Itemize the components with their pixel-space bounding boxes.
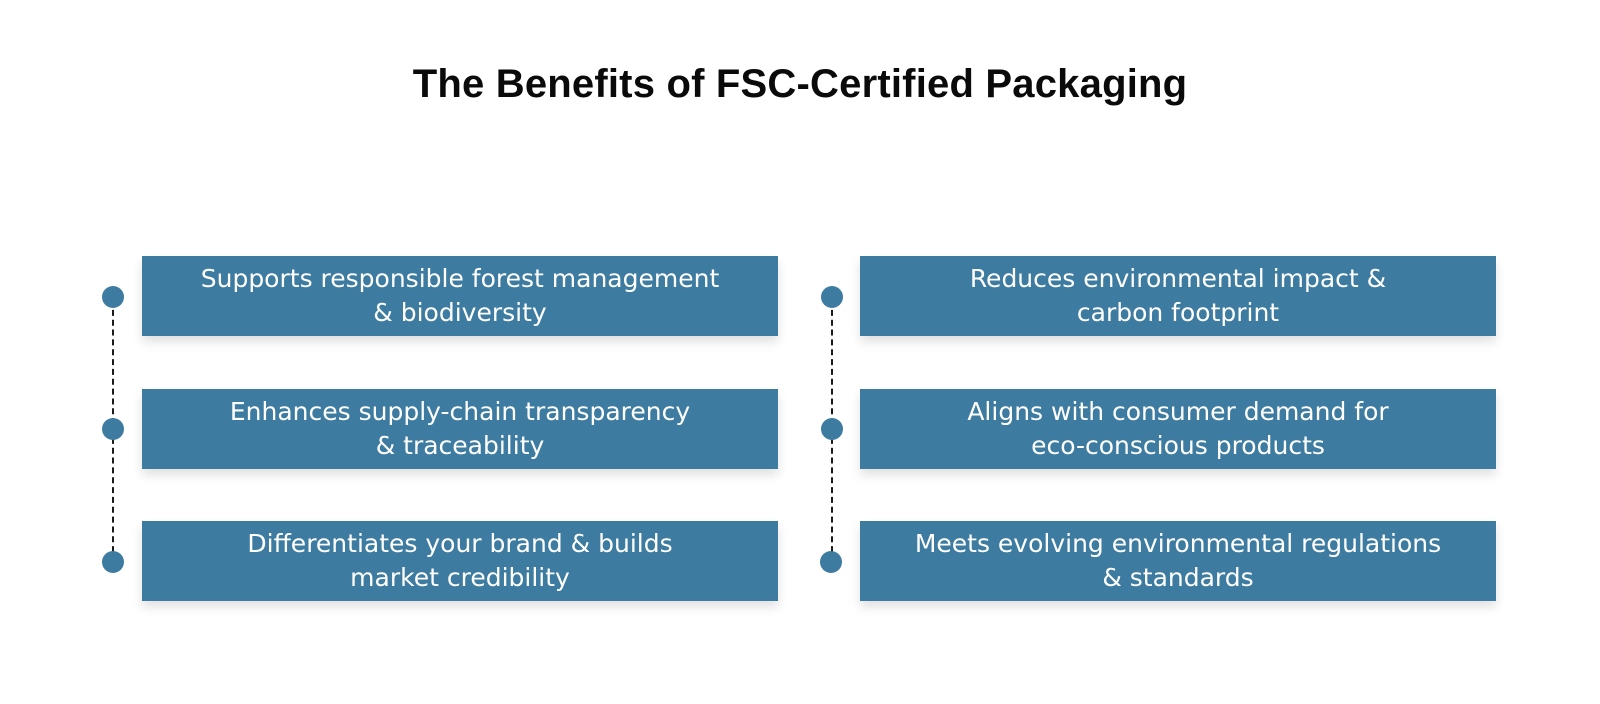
benefit-card: Differentiates your brand & builds marke… [142, 521, 778, 601]
benefit-text: Reduces environmental impact & carbon fo… [969, 264, 1387, 327]
benefit-card: Aligns with consumer demand for eco-cons… [860, 389, 1496, 469]
timeline-dot-icon [102, 418, 124, 440]
timeline-dot-icon [102, 551, 124, 573]
benefit-text: Supports responsible forest management &… [200, 264, 720, 327]
timeline-dot-icon [821, 286, 843, 308]
benefit-text: Meets evolving environmental regulations… [914, 529, 1442, 592]
benefit-text: Differentiates your brand & builds marke… [247, 529, 673, 592]
benefit-card: Reduces environmental impact & carbon fo… [860, 256, 1496, 336]
timeline-dot-icon [821, 418, 843, 440]
benefit-card: Enhances supply-chain transparency & tra… [142, 389, 778, 469]
benefit-card: Supports responsible forest management &… [142, 256, 778, 336]
benefit-text: Aligns with consumer demand for eco-cons… [967, 397, 1389, 460]
timeline-dot-icon [102, 286, 124, 308]
benefit-card: Meets evolving environmental regulations… [860, 521, 1496, 601]
timeline-dot-icon [820, 551, 842, 573]
benefit-text: Enhances supply-chain transparency & tra… [229, 397, 691, 460]
page-title: The Benefits of FSC-Certified Packaging [412, 62, 1188, 106]
